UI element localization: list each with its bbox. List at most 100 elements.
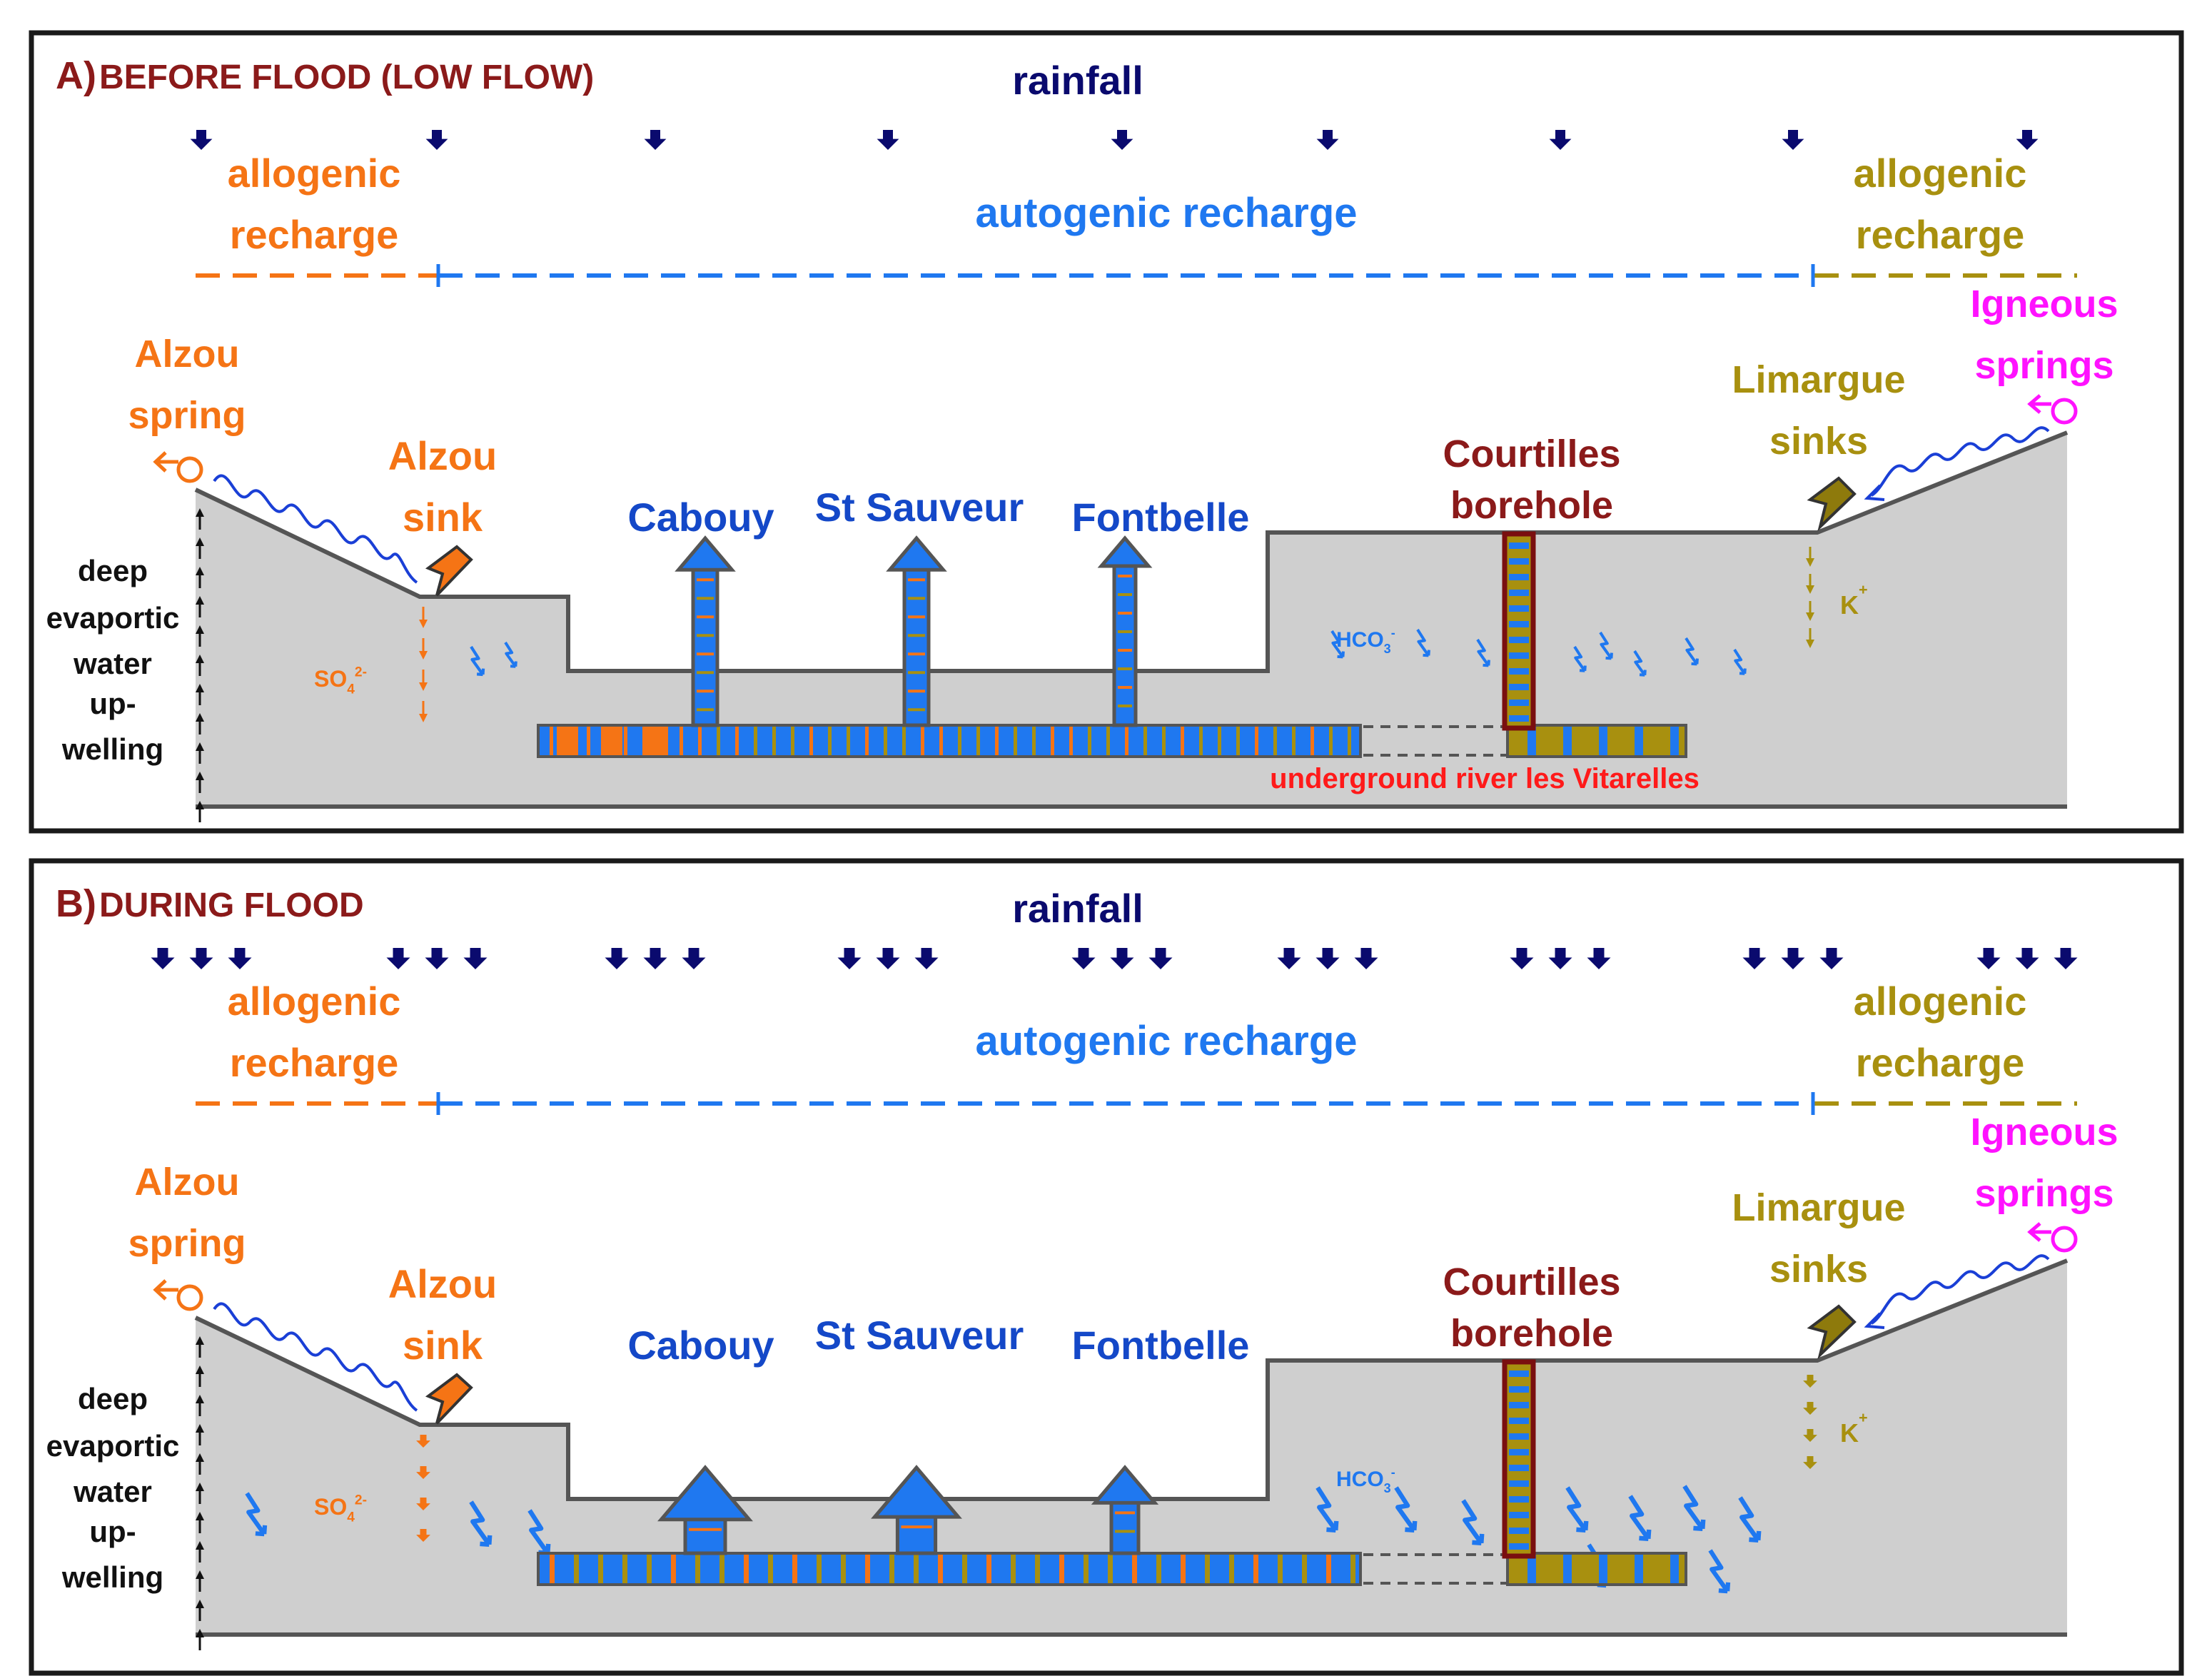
river-band xyxy=(1132,1555,1137,1583)
spring-outlet-icon xyxy=(176,1284,203,1311)
deep-upwelling-label: water xyxy=(73,1475,152,1508)
bolt-infiltration-icon xyxy=(1476,638,1490,667)
rainfall-arrow-icon xyxy=(1071,948,1096,969)
allogenic-right-label: allogenic xyxy=(1854,151,2027,196)
sink-arrow-icon xyxy=(425,1373,473,1425)
courtilles-borehole xyxy=(1502,531,1536,731)
upwelling-arrow-head xyxy=(196,1541,204,1550)
river-band xyxy=(1670,1555,1679,1583)
rainfall-arrow-icon xyxy=(1315,948,1340,969)
rainfall-arrow-icon xyxy=(682,948,706,969)
river-band xyxy=(550,1555,555,1583)
so4-down-arrow-icon xyxy=(416,1498,430,1510)
panel-title: A)BEFORE FLOOD (LOW FLOW) xyxy=(56,54,594,97)
rainfall-arrow-icon xyxy=(877,130,899,150)
river-band xyxy=(587,727,590,755)
river-band xyxy=(792,1555,797,1583)
upwelling-arrow-head xyxy=(196,1395,204,1403)
cabouy-label: Cabouy xyxy=(627,1323,774,1368)
underground-river-conduit xyxy=(537,1552,1362,1586)
rainfall-arrow-icon xyxy=(2054,948,2078,969)
spring-outflow-head xyxy=(2027,394,2041,414)
river-band xyxy=(717,727,720,755)
allogenic-left-label: allogenic xyxy=(228,979,401,1024)
alzou-spring-label: spring xyxy=(128,394,246,437)
river-band xyxy=(1229,1555,1234,1583)
bolt-infiltration-icon xyxy=(1461,1499,1485,1546)
allogenic-right-label: allogenic xyxy=(1854,979,2027,1024)
k-down-arrow-head xyxy=(1806,558,1814,567)
river-band xyxy=(884,727,887,755)
so4-down-arrow-icon xyxy=(416,1466,430,1479)
bolt-infiltration-icon xyxy=(1733,648,1747,675)
upwelling-arrow-head xyxy=(196,1336,204,1345)
river-band xyxy=(914,1555,919,1583)
river-band xyxy=(1181,727,1184,755)
st-sauveur-spring-shaft xyxy=(902,566,931,727)
river-band xyxy=(574,1555,579,1583)
k-down-arrow-icon xyxy=(1803,1402,1817,1415)
alzou-sink-label: sink xyxy=(403,495,483,540)
bolt-infiltration-icon xyxy=(1682,1485,1706,1532)
river-band xyxy=(1563,727,1572,755)
rainfall-arrow-icon xyxy=(228,948,252,969)
upwelling-arrow-head xyxy=(196,655,204,663)
hco3-label: HCO3- xyxy=(1336,626,1395,657)
underground-river-conduit xyxy=(537,724,1362,758)
upwelling-arrow-head xyxy=(196,801,204,809)
limargue-label: sinks xyxy=(1769,420,1868,463)
rainfall-arrow-icon xyxy=(151,948,175,969)
so4-label: SO42- xyxy=(314,665,367,697)
allogenic-right-label: recharge xyxy=(1856,1040,2025,1085)
bolt-infiltration-icon xyxy=(1416,628,1430,657)
river-band xyxy=(1563,1555,1572,1583)
so4-down-arrow-icon xyxy=(416,1529,430,1542)
borehole-band xyxy=(1509,1480,1529,1487)
river-band xyxy=(976,727,980,755)
river-band xyxy=(1035,1555,1040,1583)
rainfall-arrow-icon xyxy=(1548,948,1572,969)
rainfall-arrow-icon xyxy=(837,948,862,969)
runoff-stream-left xyxy=(213,474,418,584)
deep-upwelling-label: welling xyxy=(61,732,163,766)
river-band xyxy=(809,727,813,755)
fontbelle-spring-shaft xyxy=(1109,1499,1141,1555)
deep-upwelling-label: welling xyxy=(61,1560,163,1594)
rainfall-arrow-icon xyxy=(643,948,667,969)
river-band xyxy=(698,727,702,755)
so4-down-arrow-head xyxy=(419,714,428,722)
k-down-arrow-icon xyxy=(1803,1456,1817,1469)
fontbelle-spring-head xyxy=(1097,535,1153,568)
rainfall-arrow-icon xyxy=(1782,130,1804,150)
river-band xyxy=(1329,727,1333,755)
rainfall-arrow-icon xyxy=(876,948,900,969)
river-band xyxy=(735,727,739,755)
runoff-arrow-head xyxy=(1864,484,1885,501)
sink-arrow-icon xyxy=(425,545,473,597)
deep-upwelling-label: deep xyxy=(78,1382,148,1415)
river-band xyxy=(1032,727,1036,755)
allogenic-right-label: recharge xyxy=(1856,212,2025,257)
borehole-band xyxy=(1509,1386,1529,1393)
runoff-arrow-head xyxy=(1864,1312,1885,1329)
upwelling-arrow-head xyxy=(196,772,204,780)
river-band xyxy=(1635,727,1643,755)
river-band xyxy=(1143,727,1147,755)
rainfall-arrow-icon xyxy=(914,948,939,969)
river-band xyxy=(642,727,668,755)
river-band xyxy=(1106,727,1110,755)
river-band xyxy=(1181,1555,1186,1583)
upwelling-arrow-head xyxy=(196,1629,204,1637)
sink-arrow-icon xyxy=(1807,476,1857,532)
so4-down-arrow-head xyxy=(419,620,428,628)
borehole-band xyxy=(1509,1496,1529,1503)
borehole-band xyxy=(1509,684,1529,690)
rainfall-arrow-icon xyxy=(1354,948,1378,969)
borehole-band xyxy=(1509,1402,1529,1408)
river-band xyxy=(1199,727,1203,755)
river-band xyxy=(1253,1555,1258,1583)
rainfall-arrow-icon xyxy=(190,130,213,150)
st-sauveur-label: St Sauveur xyxy=(815,485,1024,530)
rainfall-arrow-icon xyxy=(644,130,667,150)
river-band xyxy=(744,1555,749,1583)
